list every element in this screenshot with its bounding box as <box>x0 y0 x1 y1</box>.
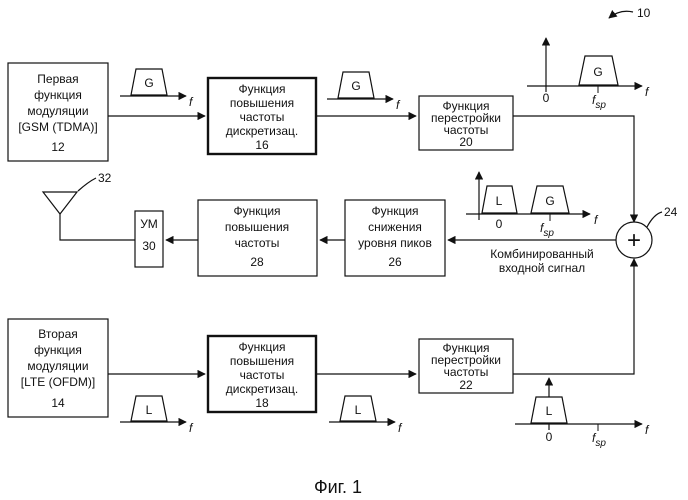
spectrum-l-3: L 0 fsp f <box>515 378 650 449</box>
combiner: + 24 <box>616 205 678 258</box>
combined-label-line-1: Комбинированный <box>490 247 594 261</box>
modulation-block-2: Вторая функция модуляции [LTE (OFDM)] 14 <box>8 319 108 417</box>
antenna-number: 32 <box>98 171 112 185</box>
spectrum-l-3-fsp: fsp <box>592 431 606 449</box>
figure-caption: Фиг. 1 <box>314 477 362 497</box>
combiner-symbol: + <box>627 227 641 254</box>
spectrum-g-1-freq: f <box>189 95 194 109</box>
spectrum-g-1: G f <box>120 69 194 109</box>
modulation-block-1-line-2: функция <box>34 88 82 102</box>
retune-block-2-number: 22 <box>459 378 473 392</box>
upsample-block-2-line-3: частоты <box>240 368 285 382</box>
spectrum-g-3: G 0 fsp f <box>527 38 650 111</box>
retune-block-1: Функция перестройки частоты 20 <box>419 96 513 150</box>
pa-block-number: 30 <box>142 239 156 253</box>
upconv-block: Функция повышения частоты 28 <box>198 200 317 276</box>
upconv-block-number: 28 <box>250 255 264 269</box>
figure-reference: 10 <box>609 6 651 20</box>
upsample-block-1-number: 16 <box>255 138 269 152</box>
spectrum-g-3-zero: 0 <box>543 91 550 105</box>
arrow-retune2-to-combiner <box>513 259 634 374</box>
modulation-block-2-line-3: модуляции <box>27 359 88 373</box>
modulation-block-1-line-4: [GSM (TDMA)] <box>18 120 97 134</box>
spectrum-lg-freq: f <box>594 213 599 227</box>
spectrum-g-2-freq: f <box>396 98 401 112</box>
upconv-block-line-1: Функция <box>233 204 280 218</box>
spectrum-g-2-label: G <box>351 79 360 93</box>
spectrum-g-2: G f <box>327 72 401 112</box>
figure-reference-number: 10 <box>637 6 651 20</box>
spectrum-l-3-fsp-sub: sp <box>595 438 606 449</box>
spectrum-l-2-freq: f <box>398 421 403 435</box>
antenna-icon <box>43 192 77 214</box>
upsample-block-1-line-3: частоты <box>240 110 285 124</box>
spectrum-l-3-label: L <box>546 404 553 418</box>
spectrum-g-1-label: G <box>144 76 153 90</box>
pa-block-label: УМ <box>140 217 158 231</box>
upsample-block-2-number: 18 <box>255 396 269 410</box>
spectrum-l-1-label: L <box>146 403 153 417</box>
combiner-number: 24 <box>664 205 678 219</box>
pcr-block-line-3: уровня пиков <box>358 236 432 250</box>
spectrum-l-3-zero: 0 <box>546 430 553 444</box>
spectrum-lg-g-label: G <box>545 194 554 208</box>
upsample-block-1-line-2: повышения <box>230 96 294 110</box>
spectrum-lg-fsp-sub: sp <box>543 228 554 239</box>
upsample-block-2-line-2: повышения <box>230 354 294 368</box>
spectrum-l-1: L f <box>120 396 194 435</box>
pcr-block-line-1: Функция <box>371 204 418 218</box>
combined-label-line-2: входной сигнал <box>499 261 585 275</box>
arrow-retune1-to-combiner <box>513 116 634 222</box>
modulation-block-2-number: 14 <box>51 396 65 410</box>
pcr-block: Функция снижения уровня пиков 26 <box>345 200 445 276</box>
spectrum-lg-l-label: L <box>496 194 503 208</box>
upsample-block-1: Функция повышения частоты дискретизац. 1… <box>208 78 316 154</box>
pa-block: УМ 30 <box>135 211 163 267</box>
antenna: 32 <box>43 171 135 240</box>
modulation-block-1: Первая функция модуляции [GSM (TDMA)] 12 <box>8 63 108 161</box>
antenna-leader <box>78 178 96 191</box>
spectrum-l-2-label: L <box>355 403 362 417</box>
modulation-block-1-line-1: Первая <box>37 72 78 86</box>
modulation-block-1-number: 12 <box>51 140 65 154</box>
upsample-block-1-line-4: дискретизац. <box>226 124 299 138</box>
spectrum-lg-fsp: fsp <box>540 221 554 239</box>
pcr-block-line-2: снижения <box>368 220 422 234</box>
retune-block-2: Функция перестройки частоты 22 <box>419 339 513 393</box>
spectrum-g-3-freq: f <box>645 85 650 99</box>
antenna-feed-line <box>60 214 135 240</box>
spectrum-l-1-freq: f <box>189 421 194 435</box>
figure-reference-arrow <box>609 11 633 18</box>
upconv-block-line-2: повышения <box>225 220 289 234</box>
spectrum-lg-zero: 0 <box>496 217 503 231</box>
retune-block-1-number: 20 <box>459 135 473 149</box>
modulation-block-2-line-4: [LTE (OFDM)] <box>21 375 95 389</box>
upconv-block-line-3: частоты <box>235 236 280 250</box>
modulation-block-2-line-1: Вторая <box>38 327 78 341</box>
pcr-block-number: 26 <box>388 255 402 269</box>
retune-block-2-line-3: частоты <box>444 365 489 379</box>
spectrum-l-3-freq: f <box>645 423 650 437</box>
spectrum-lg: L G 0 fsp f <box>466 172 599 239</box>
upsample-block-1-line-1: Функция <box>238 82 285 96</box>
upsample-block-2-line-4: дискретизац. <box>226 382 299 396</box>
modulation-block-1-line-3: модуляции <box>27 104 88 118</box>
spectrum-g-3-fsp-sub: sp <box>595 100 606 111</box>
spectrum-g-3-fsp: fsp <box>592 93 606 111</box>
modulation-block-2-line-2: функция <box>34 343 82 357</box>
combiner-leader <box>647 212 662 227</box>
spectrum-g-3-label: G <box>593 65 602 79</box>
upsample-block-2: Функция повышения частоты дискретизац. 1… <box>208 336 316 412</box>
spectrum-l-2: L f <box>329 396 403 435</box>
upsample-block-2-line-1: Функция <box>238 340 285 354</box>
